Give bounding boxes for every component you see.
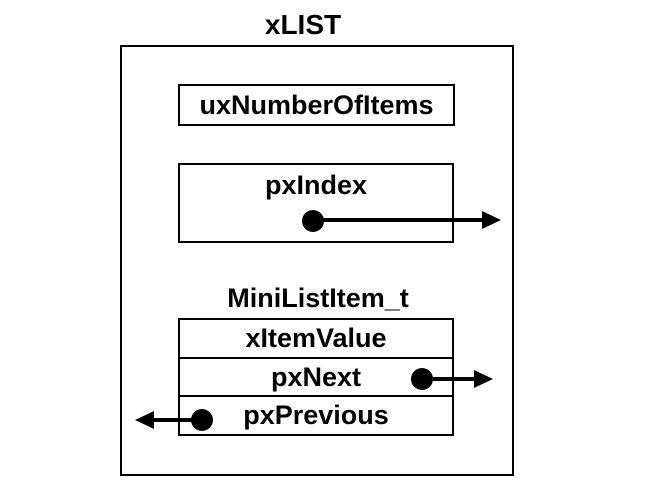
mini-list-item-table: xItemValue pxNext pxPrevious <box>178 318 454 436</box>
table-row-previous: pxPrevious <box>180 395 452 434</box>
table-row-item-value: xItemValue <box>180 320 452 357</box>
mini-list-item-title: MiniListItem_t <box>227 283 409 313</box>
previous-pointer-dot <box>191 409 213 431</box>
previous-pointer-line <box>152 418 202 422</box>
previous-label: pxPrevious <box>243 400 389 431</box>
item-value-label: xItemValue <box>245 322 387 353</box>
next-label: pxNext <box>270 361 362 392</box>
index-pointer-line <box>313 218 483 222</box>
table-row-next: pxNext <box>180 356 452 396</box>
next-arrowhead-right-icon <box>474 370 493 388</box>
previous-arrowhead-left-icon <box>135 411 154 429</box>
index-arrowhead-right-icon <box>482 211 501 229</box>
xlist-title: xLIST <box>264 9 342 40</box>
index-label: pxIndex <box>264 170 368 200</box>
number-of-items-box: uxNumberOfItems <box>178 84 455 126</box>
next-pointer-line <box>422 377 475 381</box>
number-of-items-label: uxNumberOfItems <box>199 89 434 120</box>
